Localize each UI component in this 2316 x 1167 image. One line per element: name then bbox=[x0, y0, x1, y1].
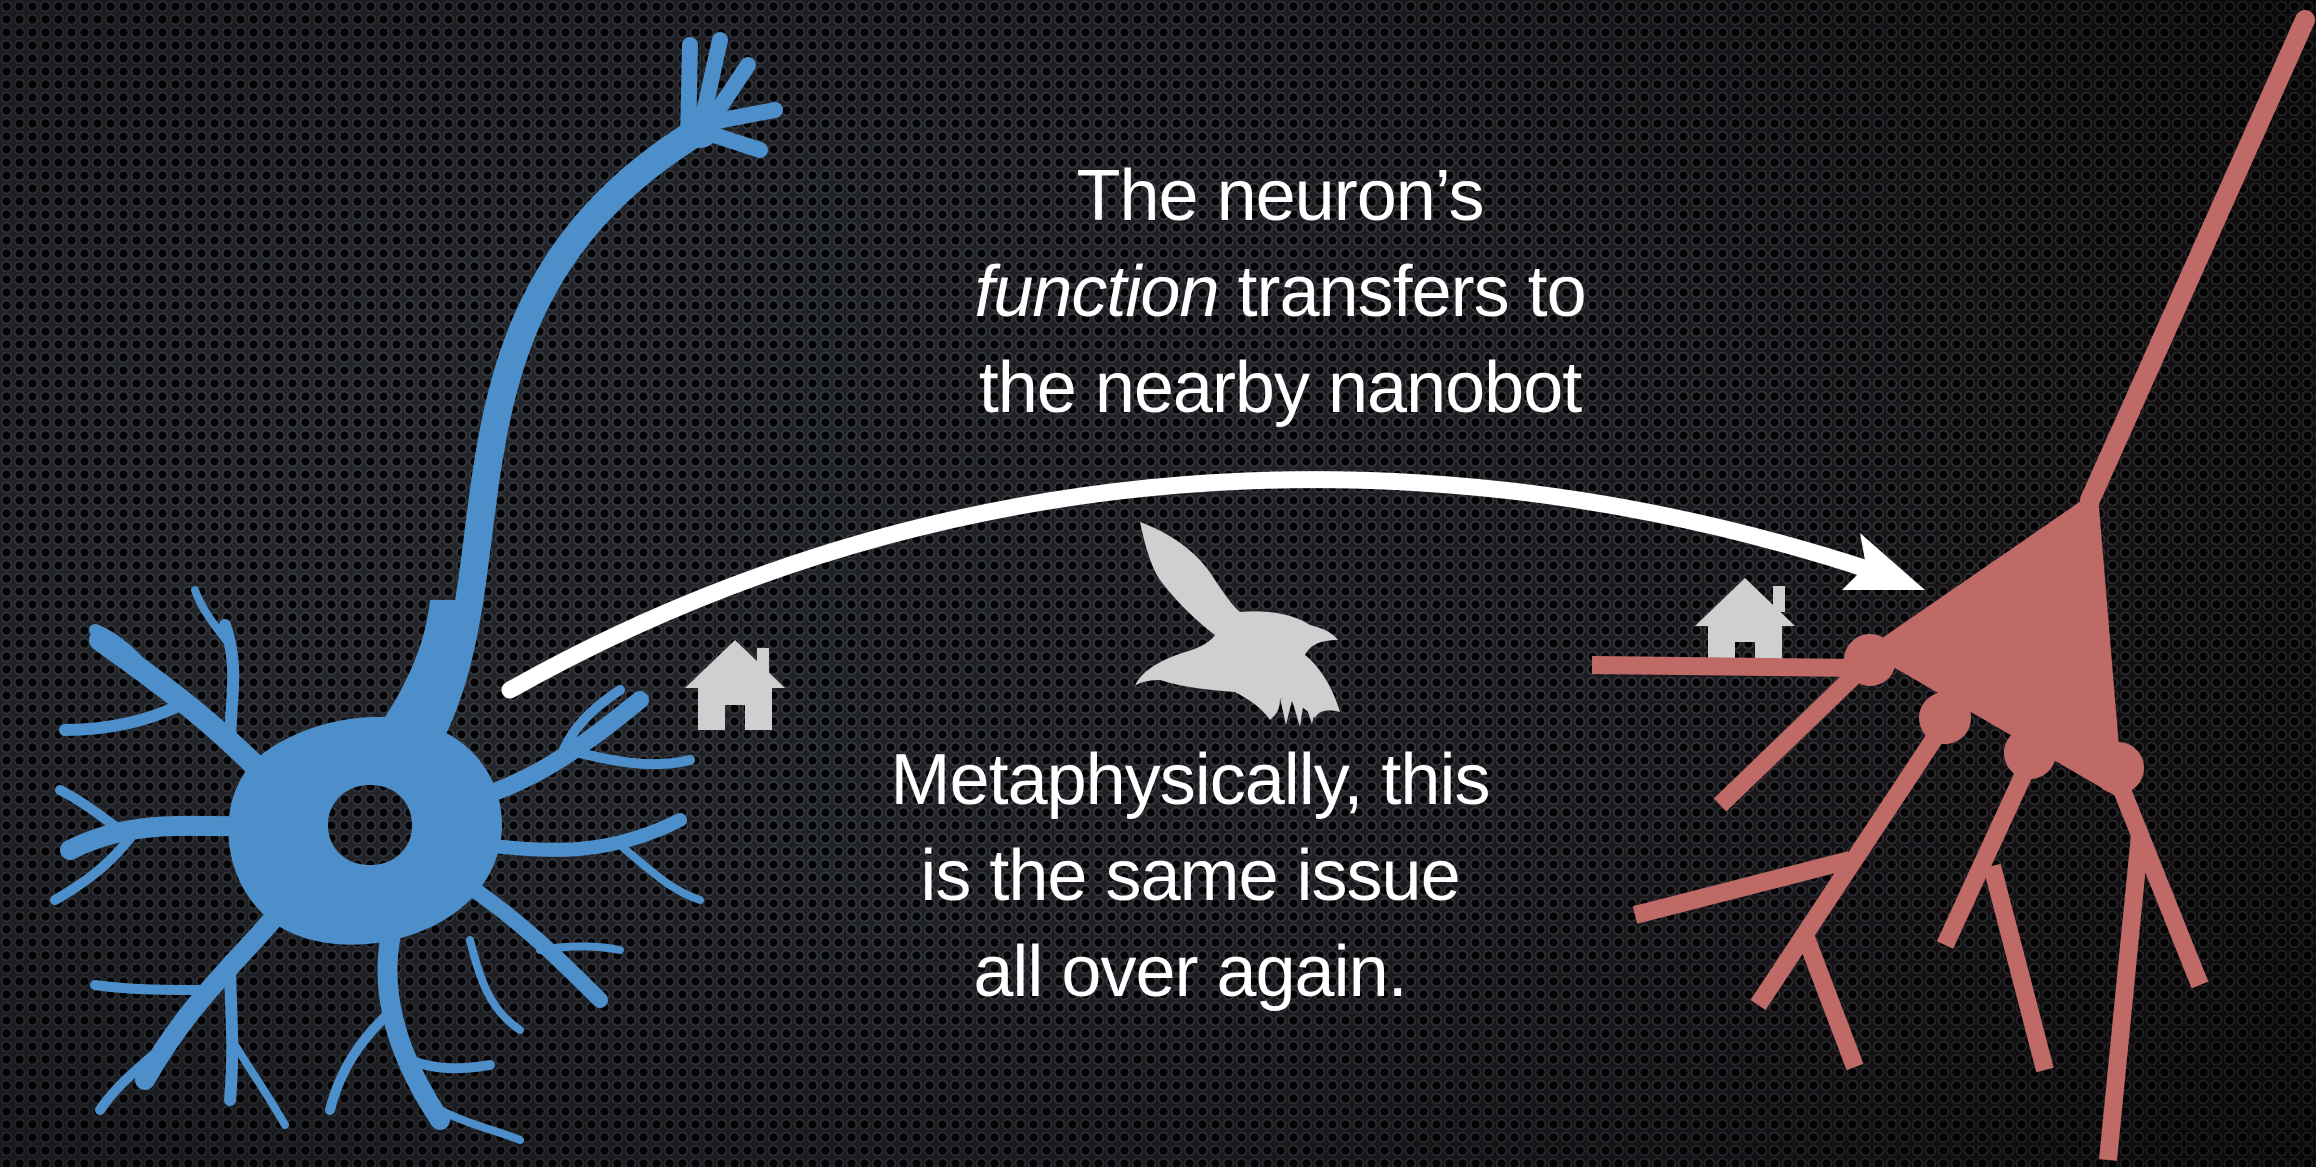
bottom-caption-line-1: Metaphysically, this bbox=[790, 732, 1590, 828]
house-icon bbox=[1695, 578, 1795, 666]
bottom-caption: Metaphysically, this is the same issue a… bbox=[790, 732, 1590, 1020]
bottom-caption-line-3: all over again. bbox=[790, 924, 1590, 1020]
nanobot-leg bbox=[1720, 672, 1858, 805]
nanobot-antenna bbox=[2090, 20, 2305, 500]
nanobot-leg bbox=[1992, 866, 2045, 1070]
neuron-axon bbox=[430, 130, 700, 735]
italic-word-function: function bbox=[974, 252, 1218, 332]
nanobot-leg bbox=[1592, 665, 1860, 668]
nanobot-leg bbox=[1805, 935, 1855, 1067]
nanobot-leg bbox=[2108, 835, 2140, 1160]
bottom-caption-line-2: is the same issue bbox=[790, 828, 1590, 924]
neuron-illustration bbox=[55, 40, 775, 1140]
bird-silhouette-icon bbox=[1135, 522, 1340, 727]
top-caption-line-1: The neuron’s bbox=[880, 148, 1680, 244]
nanobot-leg bbox=[1945, 765, 2028, 945]
top-caption-line-3: the nearby nanobot bbox=[880, 340, 1680, 436]
house-icon bbox=[685, 640, 785, 730]
top-caption-line-2-rest: transfers to bbox=[1219, 252, 1586, 332]
top-caption-line-2: function transfers to bbox=[880, 244, 1680, 340]
nanobot-illustration bbox=[1592, 20, 2305, 1160]
nanobot-body bbox=[1870, 495, 2120, 795]
top-caption: The neuron’s function transfers to the n… bbox=[880, 148, 1680, 436]
